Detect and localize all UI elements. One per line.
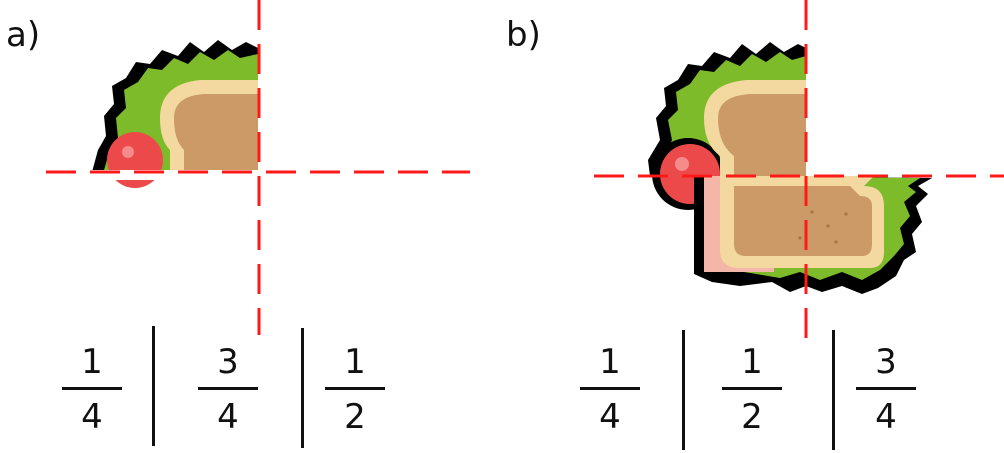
denominator: 4	[875, 397, 897, 437]
panel-b-label: b)	[506, 15, 541, 55]
numerator: 1	[599, 342, 621, 382]
fraction-bar	[198, 387, 258, 390]
option-b-2[interactable]: 1 2	[722, 345, 782, 434]
sandwich-half-b	[648, 42, 932, 294]
fraction-bar	[325, 387, 385, 390]
denominator: 2	[344, 397, 366, 437]
guide-lines-b	[594, 0, 1004, 338]
denominator: 4	[81, 397, 103, 437]
panel-a-label: a)	[6, 15, 41, 55]
fraction-bar	[722, 387, 782, 390]
option-separator	[301, 328, 304, 448]
denominator: 2	[741, 397, 763, 437]
option-b-1[interactable]: 1 4	[580, 345, 640, 434]
fraction-bar	[62, 387, 122, 390]
fraction-bar	[856, 387, 916, 390]
numerator: 1	[344, 342, 366, 382]
numerator: 1	[741, 342, 763, 382]
option-separator	[152, 326, 155, 446]
option-a-1[interactable]: 1 4	[62, 345, 122, 434]
denominator: 4	[599, 397, 621, 437]
option-separator	[832, 330, 835, 450]
option-a-3[interactable]: 1 2	[325, 345, 385, 434]
guide-lines-a	[46, 0, 470, 335]
denominator: 4	[217, 397, 239, 437]
fraction-bar	[580, 387, 640, 390]
numerator: 3	[217, 342, 239, 382]
numerator: 3	[875, 342, 897, 382]
option-a-2[interactable]: 3 4	[198, 345, 258, 434]
option-separator	[682, 330, 685, 450]
option-b-3[interactable]: 3 4	[856, 345, 916, 434]
numerator: 1	[81, 342, 103, 382]
sandwich-quarter-a	[90, 40, 260, 188]
